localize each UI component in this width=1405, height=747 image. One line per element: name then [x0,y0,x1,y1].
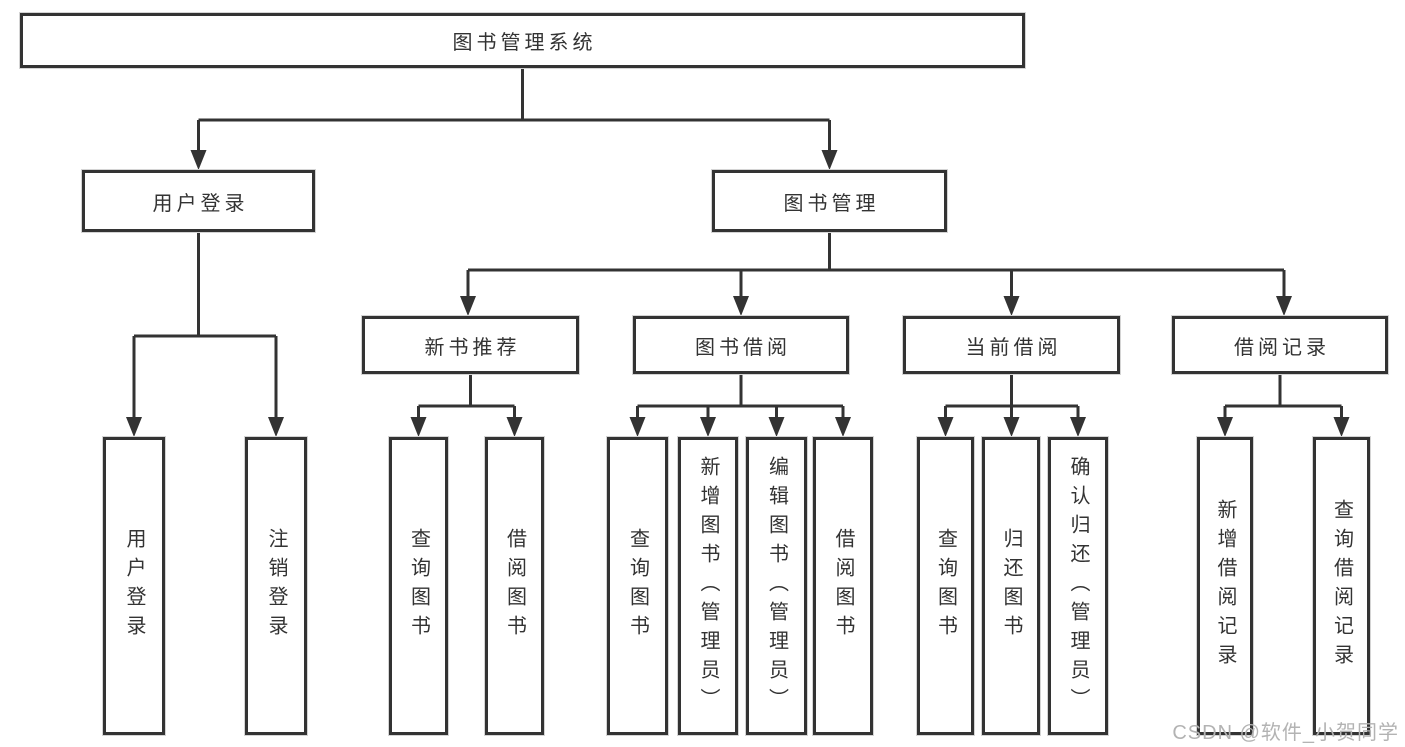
leaf-borrow-books: 借阅图书 [813,437,873,735]
leaf-query-books-borrow: 查询图书 [607,437,668,735]
leaf-logout-login: 注销登录 [245,437,307,735]
arrowhead [1070,417,1086,437]
leaf-add-borrow-record: 新增借阅记录 [1197,437,1253,735]
arrowhead [460,296,476,316]
node-book-borrowing: 图书借阅 [633,316,849,374]
leaf-query-books-current: 查询图书 [917,437,974,735]
leaf-edit-book-admin: 编辑图书（管理员） [746,437,807,735]
arrowhead [1333,417,1350,437]
node-root: 图书管理系统 [20,13,1025,68]
arrowhead [835,417,851,437]
arrowhead [1003,417,1020,437]
arrowhead [1276,296,1292,316]
arrowhead [768,417,785,437]
connector-book-management-children [466,232,1286,298]
node-current-borrowing: 当前借阅 [903,316,1120,374]
leaf-return-books: 归还图书 [982,437,1040,735]
arrowhead [126,417,142,437]
connector-root-to-level2 [197,68,831,152]
arrowhead [821,150,838,170]
node-book-management: 图书管理 [712,170,947,232]
leaf-add-book-admin: 新增图书（管理员） [678,437,738,735]
csdn-watermark: CSDN @软件_小贺同学 [1172,722,1399,744]
leaf-query-books-recommend: 查询图书 [389,437,448,735]
arrowhead [629,417,646,437]
leaf-user-login: 用户登录 [103,437,165,735]
connector-book-borrow-children [636,374,845,419]
connector-user-login-children [132,232,278,419]
arrowhead [1217,417,1233,437]
node-user-login: 用户登录 [82,170,315,232]
arrowhead [506,417,523,437]
arrowhead [733,296,749,316]
connector-borrow-record-children [1223,374,1343,419]
connector-new-book-children [417,374,516,419]
leaf-query-borrow-record: 查询借阅记录 [1313,437,1370,735]
connector-current-borrow-children [944,374,1080,419]
leaf-borrow-books-recommend: 借阅图书 [485,437,544,735]
arrowhead [937,417,954,437]
node-borrowing-records: 借阅记录 [1172,316,1388,374]
node-new-book-recommend: 新书推荐 [362,316,579,374]
arrowhead [268,417,284,437]
arrowhead [190,150,207,170]
leaf-confirm-return-admin: 确认归还（管理员） [1048,437,1108,735]
arrowhead [700,417,716,437]
arrowhead [1003,296,1020,316]
arrowhead [410,417,427,437]
